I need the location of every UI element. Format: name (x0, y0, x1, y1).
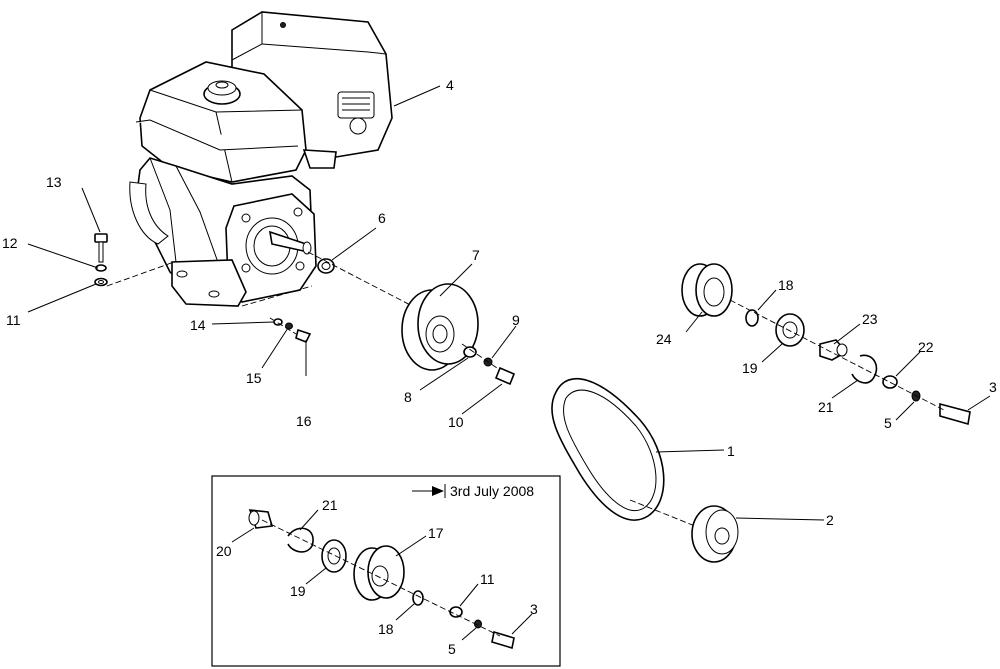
callout-21-inset: 21 (322, 497, 338, 513)
callout-20: 20 (216, 543, 232, 559)
callout-4: 4 (446, 77, 454, 93)
callout-8: 8 (404, 389, 412, 405)
callout-11-main: 11 (6, 312, 21, 328)
callout-21-main: 21 (818, 399, 834, 415)
callout-14: 14 (190, 317, 206, 333)
callout-1: 1 (727, 443, 735, 459)
driven-pulley (691, 505, 739, 563)
engine-assembly (129, 11, 393, 307)
revision-arrow-icon (412, 484, 446, 498)
callout-19-inset: 19 (290, 583, 306, 599)
callout-24: 24 (656, 331, 672, 347)
callout-7: 7 (472, 247, 480, 263)
callout-17: 17 (428, 525, 444, 541)
callout-5-main: 5 (884, 415, 892, 431)
pulley-retainer-hardware (461, 343, 516, 386)
callout-labels: 4 6 7 9 8 10 13 12 11 14 15 16 1 2 3 24 … (2, 77, 997, 657)
callout-23: 23 (862, 311, 878, 327)
leader-lines (27, 85, 991, 641)
spacer-ring (317, 258, 335, 274)
callout-12: 12 (2, 235, 18, 251)
callout-18-main: 18 (778, 277, 794, 293)
callout-13: 13 (46, 174, 62, 190)
drive-belt (551, 377, 665, 521)
callout-10: 10 (448, 414, 464, 430)
callout-6: 6 (378, 210, 386, 226)
callout-19-main: 19 (742, 360, 758, 376)
callout-22: 22 (918, 339, 934, 355)
callout-9: 9 (512, 312, 520, 328)
callout-3-main: 3 (989, 379, 997, 395)
callout-18-inset: 18 (378, 621, 394, 637)
inset-parts (248, 509, 515, 650)
jockey-pulley-assembly (681, 263, 971, 426)
revision-date-label: 3rd July 2008 (450, 483, 534, 499)
callout-11-inset: 11 (480, 571, 495, 587)
callout-3-inset: 3 (530, 601, 538, 617)
drive-pulley (401, 283, 479, 371)
callout-16: 16 (296, 413, 312, 429)
mounting-hardware (94, 233, 313, 344)
revision-inset-frame (211, 475, 561, 667)
callout-5-inset: 5 (448, 641, 456, 657)
callout-2: 2 (826, 512, 834, 528)
callout-15: 15 (246, 370, 262, 386)
